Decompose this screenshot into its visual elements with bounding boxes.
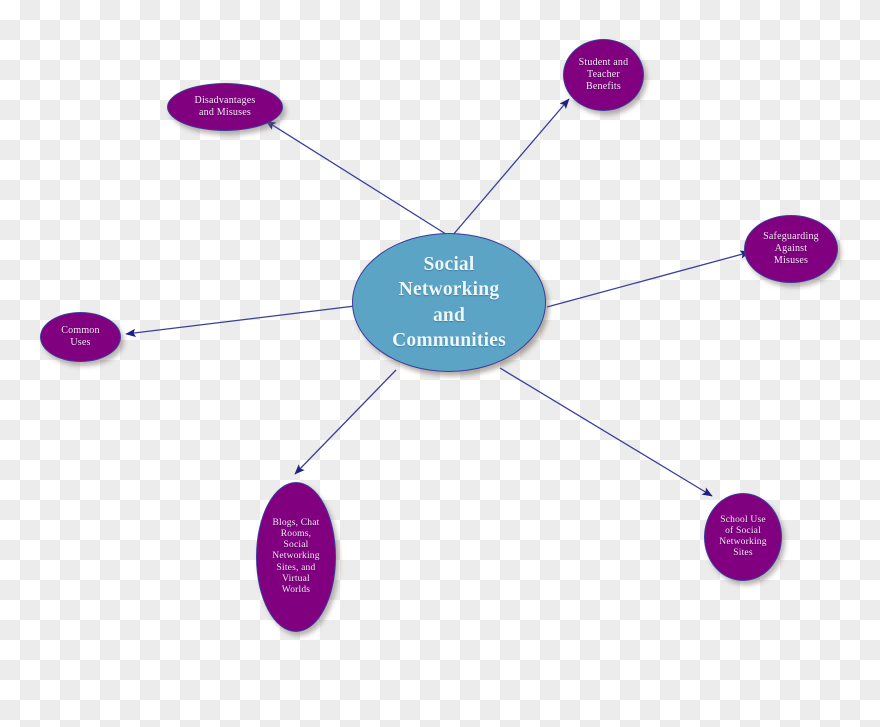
branch-node-label-student-and-teacher-benefits: Student and Teacher Benefits — [578, 57, 629, 92]
branch-node-school-use-of-social-networking-sites[interactable]: School Use of Social Networking Sites — [704, 493, 782, 581]
edge-to-school-use-of-social-networking-sites — [499, 367, 713, 497]
edge-to-safeguarding-against-misuses — [546, 250, 751, 308]
central-node-label: Social Networking and Communities — [392, 253, 506, 351]
edge-to-disadvantages-and-misuses — [265, 120, 450, 237]
central-node-social-networking-and-communities[interactable]: Social Networking and Communities — [352, 233, 546, 372]
edge-to-common-uses — [125, 305, 356, 337]
branch-node-label-school-use-of-social-networking-sites: School Use of Social Networking Sites — [719, 514, 767, 559]
edge-to-blogs-chat-rooms — [294, 369, 397, 475]
branch-node-label-common-uses: Common Uses — [61, 325, 100, 348]
branch-node-disadvantages-and-misuses[interactable]: Disadvantages and Misuses — [167, 83, 283, 131]
branch-node-label-disadvantages-and-misuses: Disadvantages and Misuses — [194, 95, 256, 118]
edge-to-student-and-teacher-benefits — [451, 98, 570, 237]
branch-node-blogs-chat-rooms-social-networking-sites-and-virtual-worlds[interactable]: Blogs, Chat Rooms, Social Networking Sit… — [256, 482, 336, 632]
branch-node-common-uses[interactable]: Common Uses — [40, 312, 121, 362]
branch-node-label-blogs-chat-rooms: Blogs, Chat Rooms, Social Networking Sit… — [272, 517, 320, 595]
branch-node-safeguarding-against-misuses[interactable]: Safeguarding Against Misuses — [744, 215, 838, 283]
branch-node-label-safeguarding-against-misuses: Safeguarding Against Misuses — [763, 231, 819, 266]
branch-node-student-and-teacher-benefits[interactable]: Student and Teacher Benefits — [563, 39, 644, 111]
